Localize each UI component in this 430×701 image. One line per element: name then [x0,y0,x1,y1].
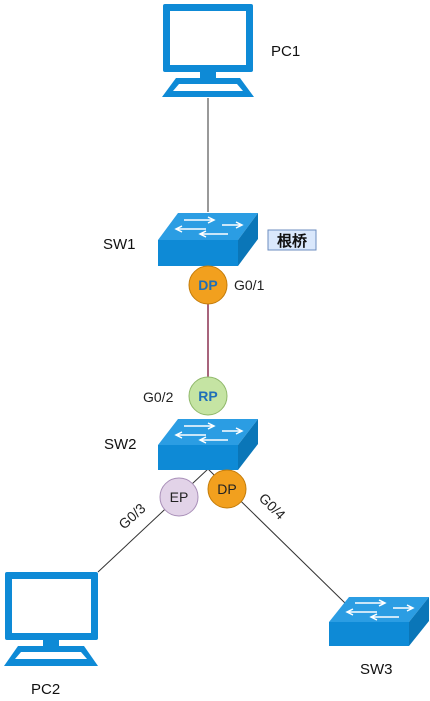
sw2-g0-4-role: DP [217,481,236,497]
sw1-icon[interactable] [158,213,258,266]
pc1-label: PC1 [271,43,300,60]
pc2-icon[interactable] [4,572,98,666]
sw1-g0-1-role: DP [198,277,217,293]
sw1-g0-1-dp-badge: DP [188,265,228,305]
pc1-icon[interactable] [162,4,254,97]
sw2-g0-3-role: EP [170,489,189,505]
sw2-g0-2-role: RP [198,388,217,404]
sw1-label: SW1 [103,236,136,253]
sw2-g0-4-label: G0/4 [256,490,289,523]
root-bridge-label: 根桥 [277,232,308,250]
sw2-g0-2-rp-badge: RP [188,376,228,416]
sw2-icon[interactable] [158,419,258,470]
sw2-g0-3-ep-badge: EP [159,477,199,517]
sw1-g0-1-label: G0/1 [234,277,265,293]
sw2-g0-4-dp-badge: DP [207,469,247,509]
sw3-label: SW3 [360,661,393,678]
sw2-label: SW2 [104,436,137,453]
pc2-label: PC2 [31,681,60,698]
sw2-g0-2-label: G0/2 [143,389,174,405]
sw3-icon[interactable] [329,597,429,646]
root-bridge-tag: 根桥 [267,229,317,251]
sw2-g0-3-label: G0/3 [115,500,148,532]
